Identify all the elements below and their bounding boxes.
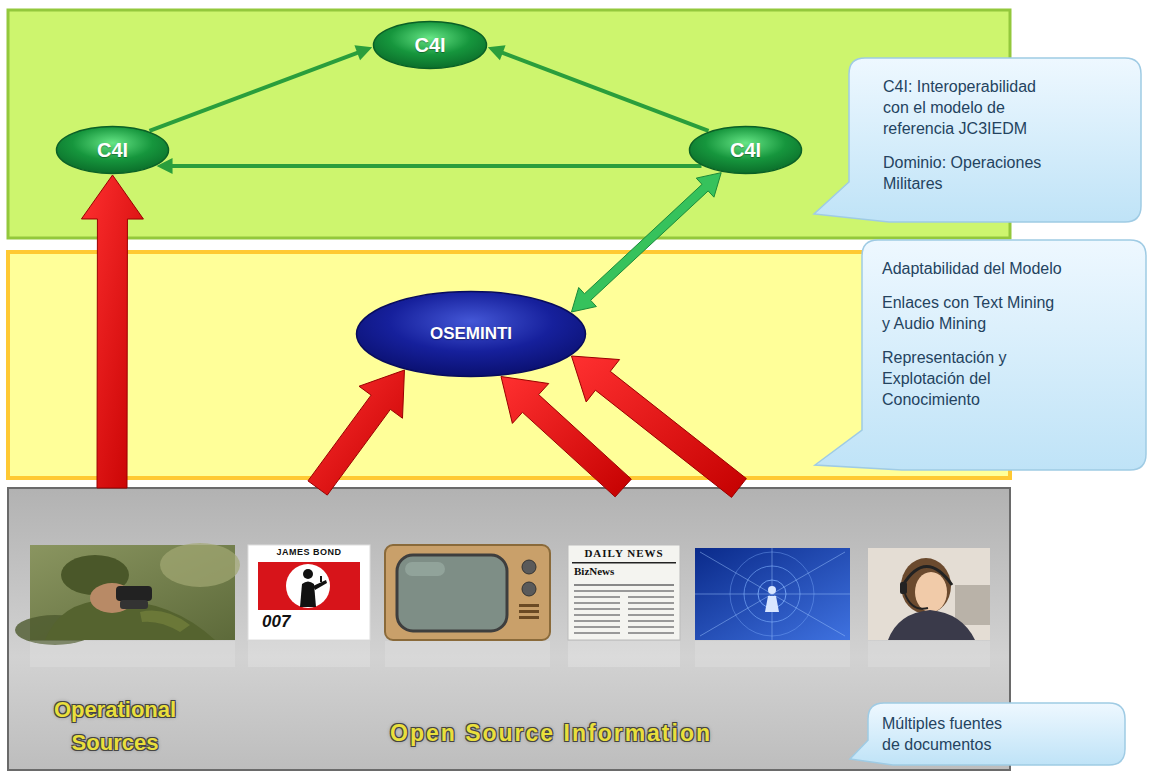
newspaper xyxy=(568,545,680,640)
system-label: C4I xyxy=(730,139,761,162)
label-holder: OSEMINTI xyxy=(430,324,512,344)
label-holder: DAILY NEWS xyxy=(568,547,680,559)
ellipse-fill xyxy=(57,127,169,174)
flow-arrow xyxy=(488,45,709,132)
callout-text: Múltiples fuentes de documentos xyxy=(882,713,1012,755)
headset-operator-photo xyxy=(868,548,990,640)
james-bond-poster xyxy=(248,545,370,640)
label-holder: C4I xyxy=(97,139,128,162)
source-arrow xyxy=(308,370,405,495)
band-title: Operational Sources xyxy=(30,693,200,759)
callout-text: Dominio: Operaciones Militares xyxy=(883,152,1063,194)
callout-text: Representación y Explotación del Conocim… xyxy=(882,347,1062,410)
label-holder: C4I xyxy=(414,34,445,57)
callout-bubble: Múltiples fuentes de documentos xyxy=(868,703,1125,765)
exchange-arrow xyxy=(571,173,721,312)
callout-text: Adaptabilidad del Modelo xyxy=(882,258,1062,279)
newspaper-masthead: DAILY NEWS xyxy=(568,547,680,559)
poster-number: 007 xyxy=(262,612,290,632)
callout-fill xyxy=(815,240,1146,470)
system-label: C4I xyxy=(97,139,128,162)
flow-arrow xyxy=(157,158,702,174)
flow-arrow xyxy=(149,45,372,132)
web-network-image xyxy=(695,548,850,640)
system-label: C4I xyxy=(414,34,445,57)
label-holder: JAMES BOND xyxy=(248,547,370,557)
callout-fill xyxy=(814,58,1141,222)
callout-text: C4I: Interoperabilidad con el modelo de … xyxy=(883,76,1063,139)
c4i-ellipse: C4I xyxy=(688,125,803,175)
poster-title: JAMES BOND xyxy=(248,547,370,557)
callout-bubble: C4I: Interoperabilidad con el modelo de … xyxy=(849,58,1141,222)
label-holder: 007 xyxy=(262,612,290,632)
callout-bubble: Adaptabilidad del ModeloEnlaces con Text… xyxy=(862,240,1146,470)
ellipse-fill xyxy=(374,22,487,69)
source-arrow xyxy=(81,175,143,488)
ellipse-fill xyxy=(357,292,586,377)
band-title: Open Source Information xyxy=(390,718,712,748)
sources-band-area: Operational Sources Open Source Informati… xyxy=(8,488,1010,770)
source-arrow xyxy=(571,356,746,497)
callout-outline xyxy=(868,703,1125,765)
sources-band xyxy=(8,488,1010,770)
c4i-ellipse: C4I xyxy=(55,125,170,175)
oseminti-ellipse: OSEMINTI xyxy=(355,290,587,378)
callout-text: Enlaces con Text Mining y Audio Mining xyxy=(882,292,1062,334)
c4i-ellipse: C4I xyxy=(372,20,488,70)
soldier-photo xyxy=(15,543,240,645)
label-holder: BizNews xyxy=(574,565,614,577)
callout-fill xyxy=(850,703,1125,765)
ellipse-fill xyxy=(690,127,802,174)
system-label: OSEMINTI xyxy=(430,324,512,344)
label-holder: C4I xyxy=(730,139,761,162)
newspaper-section: BizNews xyxy=(574,565,614,577)
television-set xyxy=(385,545,550,640)
